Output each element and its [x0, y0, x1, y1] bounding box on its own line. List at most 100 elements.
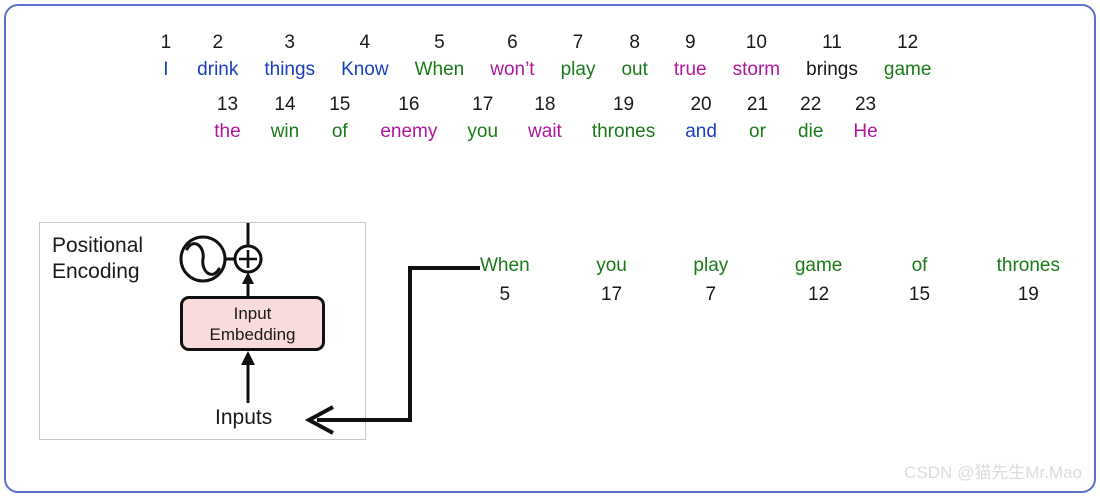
sentence-token-index: 17	[600, 284, 623, 305]
watermark-text: CSDN @猫先生Mr.Mao	[904, 463, 1082, 482]
vocabulary-row-2: 13 the 14 win 15 of 16 enemy 17 you 18 wait 19 throne…	[0, 92, 1092, 146]
vocabulary-cell: 13 the	[214, 92, 240, 146]
input-embedding-line2: Embedding	[209, 324, 296, 344]
sentence-token: thrones 19	[997, 252, 1060, 310]
vocabulary-cell: 10 storm	[733, 30, 781, 84]
vocabulary-index: 17	[472, 94, 494, 115]
vocabulary-index: 18	[534, 94, 556, 115]
vocabulary-index: 11	[822, 32, 842, 53]
vocabulary-word: die	[798, 121, 824, 142]
vocabulary-index: 6	[507, 32, 518, 53]
sentence-token-word: When	[480, 255, 530, 276]
sample-sentence: When 5 you 17 play 7 game 12 of 15 thrones 19	[480, 252, 1060, 310]
vocabulary-word: and	[685, 121, 717, 142]
vocabulary-word: drink	[197, 59, 239, 80]
vocabulary-cell: 3 things	[264, 30, 315, 84]
sentence-token-word: thrones	[996, 255, 1060, 276]
sentence-token: game 12	[795, 252, 843, 310]
sentence-token-index: 7	[705, 284, 717, 305]
vocabulary-word: He	[853, 121, 878, 142]
sentence-token-index: 19	[1017, 284, 1039, 305]
vocabulary-word: of	[331, 121, 348, 142]
vocabulary-index: 14	[274, 94, 296, 115]
vocabulary-word: you	[467, 121, 499, 142]
vocabulary-word: storm	[732, 59, 781, 80]
sentence-token-word: you	[596, 255, 627, 276]
vocabulary-cell: 20 and	[685, 92, 717, 146]
vocabulary-word: the	[214, 121, 241, 142]
vocabulary-word: true	[673, 59, 707, 80]
vocabulary-cell: 17 you	[467, 92, 498, 146]
vocabulary-index: 16	[398, 94, 420, 115]
vocabulary-word: things	[264, 59, 316, 80]
arrow-embedding-to-add	[242, 272, 254, 284]
vocabulary-index: 8	[629, 32, 640, 53]
vocabulary-cell: 19 thrones	[592, 92, 655, 146]
vocabulary-cell: 9 true	[674, 30, 707, 84]
vocabulary-index: 10	[745, 32, 767, 53]
vocabulary-cell: 12 game	[884, 30, 932, 84]
vocabulary-word: wait	[528, 121, 562, 142]
vocabulary-cell: 14 win	[271, 92, 300, 146]
vocabulary-word: out	[621, 59, 648, 80]
vocabulary-index: 2	[212, 32, 224, 53]
vocabulary-cell: 2 drink	[197, 30, 238, 84]
vocabulary-index: 20	[690, 94, 712, 115]
vocabulary-word: or	[749, 121, 766, 142]
vocabulary-cell: 21 or	[747, 92, 768, 146]
sentence-token: play 7	[693, 252, 728, 310]
vocabulary-cell: 18 wait	[528, 92, 562, 146]
input-embedding-line1: Input	[233, 303, 272, 323]
positional-encoding-line2: Encoding	[52, 260, 140, 283]
vocabulary-index: 5	[434, 32, 445, 53]
sentence-token-index: 15	[908, 284, 931, 305]
diagram-wiring	[179, 223, 263, 403]
vocabulary-index: 19	[612, 94, 635, 115]
inputs-label: Inputs	[215, 406, 273, 429]
vocabulary-word: brings	[806, 59, 858, 80]
vocabulary-word: win	[270, 121, 300, 142]
sentence-token-index: 12	[808, 284, 830, 305]
sine-wave-glyph	[185, 242, 221, 276]
vocabulary-word: When	[414, 59, 465, 80]
vocabulary-index: 7	[572, 32, 584, 53]
vocabulary-cell: 16 enemy	[380, 92, 437, 146]
vocabulary-index: 23	[854, 94, 877, 115]
vocabulary-word: I	[163, 59, 169, 80]
positional-encoding-label: Positional Encoding	[52, 233, 143, 285]
positional-encoding-line1: Positional	[52, 234, 144, 257]
vocabulary-word: Know	[341, 59, 389, 80]
vocabulary-index: 9	[684, 32, 696, 53]
vocabulary-index: 21	[746, 94, 769, 115]
vocabulary-word: enemy	[380, 121, 438, 142]
vocabulary-index: 13	[216, 94, 239, 115]
vocabulary-index: 12	[897, 32, 919, 53]
vocabulary-cell: 15 of	[329, 92, 350, 146]
vocabulary-cell: 22 die	[798, 92, 823, 146]
sentence-token: of 15	[909, 252, 930, 310]
vocabulary-word: thrones	[591, 121, 656, 142]
sentence-token-index: 5	[499, 284, 511, 305]
vocabulary-word: won’t	[490, 59, 535, 80]
vocabulary-word: game	[883, 59, 932, 80]
sentence-token-word: play	[693, 255, 729, 276]
vocabulary-index: 15	[329, 94, 351, 115]
vocabulary-cell: 8 out	[621, 30, 647, 84]
vocabulary-index: 4	[359, 32, 371, 53]
transformer-input-diagram: Positional Encoding Input Embedding Inpu…	[39, 222, 366, 440]
vocabulary-index: 22	[800, 94, 822, 115]
vocabulary-index: 3	[284, 32, 295, 53]
arrow-inputs-to-embedding	[241, 351, 255, 365]
sentence-token: When 5	[480, 252, 530, 310]
sentence-token-word: of	[911, 255, 928, 276]
vocabulary-cell: 11 brings	[806, 30, 858, 84]
sentence-token-word: game	[794, 255, 843, 276]
